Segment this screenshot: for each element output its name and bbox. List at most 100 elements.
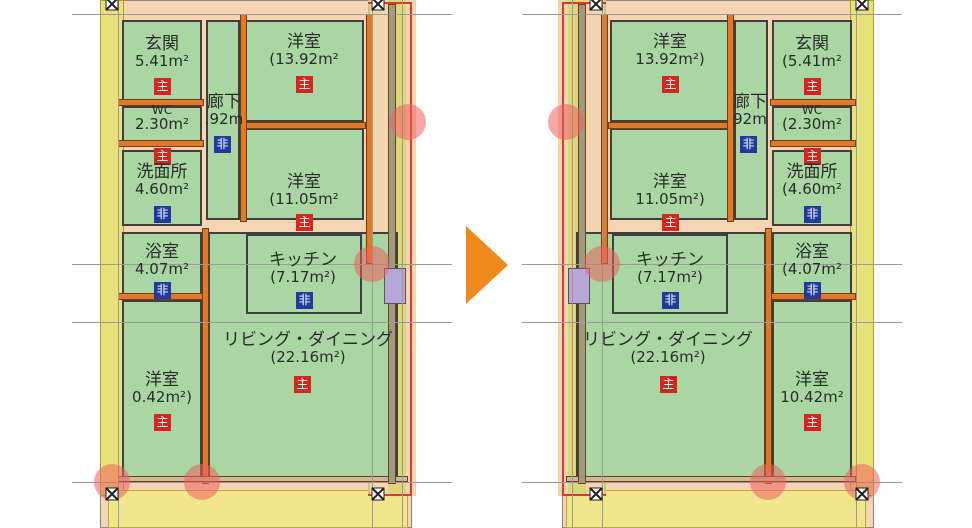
- grid-line: [522, 482, 902, 483]
- room-area: (11.05m²: [269, 189, 339, 208]
- column-x-icon: [589, 0, 603, 11]
- room-label-bath: 浴室(4.07m²: [772, 242, 852, 278]
- room-name: 廊下: [207, 92, 241, 112]
- grid-line: [522, 264, 902, 265]
- room-name: 洗面所: [136, 162, 188, 182]
- room-area: (4.60m²: [782, 179, 842, 198]
- room-bedroom-top: [244, 20, 364, 122]
- room-area: (4.07m²: [782, 259, 842, 278]
- marker-dot: [184, 464, 220, 500]
- wall: [770, 99, 856, 106]
- marker-dot: [548, 104, 584, 140]
- balcony-bottom: [108, 490, 408, 528]
- grid-line: [522, 14, 902, 15]
- non-living-badge: 非: [154, 206, 171, 223]
- non-living-badge: 非: [804, 282, 821, 299]
- grid-line: [72, 322, 452, 323]
- room-name: 玄関: [795, 34, 829, 54]
- column-x-icon: [855, 487, 869, 501]
- room-name: 玄関: [145, 34, 179, 54]
- room-bedroom-mid: [244, 128, 364, 220]
- room-name: 廊下: [733, 92, 767, 112]
- wall: [388, 4, 396, 484]
- room-name: 浴室: [795, 242, 829, 262]
- grid-line: [72, 482, 452, 483]
- balcony-bottom: [566, 490, 866, 528]
- main-room-badge: 主: [660, 376, 677, 393]
- room-label-kitchen: キッチン(7.17m²): [244, 250, 362, 286]
- room-bedroom-mid: [610, 128, 730, 220]
- column-x-icon: [371, 487, 385, 501]
- room-name: リビング・ダイニング: [583, 330, 753, 350]
- main-room-badge: 主: [294, 376, 311, 393]
- room-hall: [206, 20, 240, 220]
- room-area: 4.07m²: [134, 259, 190, 278]
- room-name: WC: [151, 103, 173, 117]
- grid-line: [572, 0, 573, 528]
- main-room-badge: 主: [804, 78, 821, 95]
- marker-dot: [584, 246, 620, 282]
- room-area: 2.30m²: [134, 114, 190, 133]
- room-label-bedroom-mid: 洋室(11.05m²: [244, 172, 364, 208]
- main-room-badge: 主: [154, 148, 171, 165]
- grid-line: [522, 322, 902, 323]
- window-mark: [568, 268, 590, 304]
- marker-dot: [354, 246, 390, 282]
- wall: [578, 4, 586, 484]
- room-area: 0.42m²): [132, 387, 192, 406]
- room-area: (22.16m²): [630, 347, 706, 366]
- grid-line: [856, 0, 857, 528]
- room-name: 洋室: [145, 370, 179, 390]
- red-edge: [368, 2, 412, 496]
- room-label-hall: 廊下.92m: [204, 92, 244, 128]
- marker-dot: [390, 104, 426, 140]
- column-x-icon: [105, 487, 119, 501]
- grid-line: [72, 14, 452, 15]
- column-x-icon: [371, 0, 385, 11]
- room-label-washroom: 洗面所(4.60m²: [772, 162, 852, 198]
- room-area: (13.92m²: [269, 49, 339, 68]
- room-area: 4.60m²: [134, 179, 190, 198]
- non-living-badge: 非: [662, 292, 679, 309]
- room-area: 92m: [733, 109, 767, 128]
- room-name: リビング・ダイニング: [223, 330, 393, 350]
- wall: [118, 140, 204, 147]
- non-living-badge: 非: [214, 136, 231, 153]
- marker-dot: [750, 464, 786, 500]
- room-area: (7.17m²): [270, 267, 336, 286]
- room-label-living: リビング・ダイニング(22.16m²): [568, 330, 768, 366]
- room-name: キッチン: [269, 250, 337, 270]
- grid-line: [402, 0, 403, 528]
- room-bedroom-top: [610, 20, 730, 122]
- room-name: 洋室: [287, 172, 321, 192]
- room-label-wc: WC(2.30m²: [772, 104, 852, 132]
- room-area: (22.16m²): [270, 347, 346, 366]
- column-x-icon: [855, 0, 869, 11]
- non-living-badge: 非: [154, 282, 171, 299]
- main-room-badge: 主: [154, 414, 171, 431]
- room-hall: [734, 20, 768, 220]
- non-living-badge: 非: [740, 136, 757, 153]
- red-edge: [562, 2, 606, 496]
- room-name: キッチン: [636, 250, 704, 270]
- room-name: WC: [801, 103, 823, 117]
- grid-line: [72, 264, 452, 265]
- non-living-badge: 非: [804, 206, 821, 223]
- window-mark: [384, 268, 406, 304]
- room-name: 洋室: [795, 370, 829, 390]
- room-name: 洗面所: [786, 162, 838, 182]
- main-room-badge: 主: [662, 76, 679, 93]
- column-x-icon: [589, 487, 603, 501]
- column-x-icon: [105, 0, 119, 11]
- balcony-left: [100, 0, 124, 496]
- main-room-badge: 主: [804, 414, 821, 431]
- wall: [608, 122, 734, 129]
- room-name: 洋室: [653, 32, 687, 52]
